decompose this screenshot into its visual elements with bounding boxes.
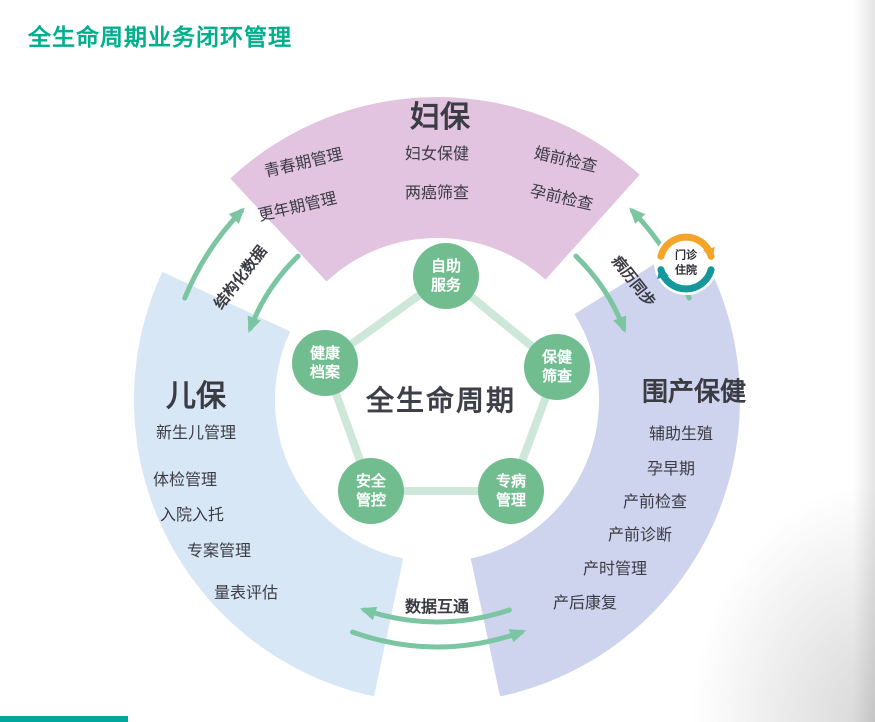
badge-cycle-orange-arrow xyxy=(657,233,715,261)
badge-outpatient-label: 门诊 xyxy=(675,249,697,262)
maternal-item: 妇女保健 xyxy=(404,146,470,163)
exchange-arrow-left-up xyxy=(182,207,245,301)
node-label-line: 管控 xyxy=(355,492,386,509)
perinatal-item: 产前检查 xyxy=(622,494,688,511)
maternal-item: 两癌筛查 xyxy=(404,185,470,202)
perinatal-item: 产后康复 xyxy=(552,595,618,612)
node-label-line: 专病 xyxy=(495,472,526,490)
node-label-line: 保健 xyxy=(541,348,572,366)
perinatal-item: 产时管理 xyxy=(582,561,648,578)
child-sector-title: 儿保 xyxy=(166,380,226,413)
maternal-sector-title: 妇保 xyxy=(410,101,470,134)
child-item: 量表评估 xyxy=(213,585,279,602)
node-label-line: 健康 xyxy=(309,344,340,362)
node-special-disease: 专病 管理 xyxy=(478,458,544,524)
badge-inpatient-label: 住院 xyxy=(675,264,697,277)
node-label-line: 自助 xyxy=(430,257,461,275)
page-title: 全生命周期业务闭环管理 xyxy=(28,24,292,50)
perinatal-arc-segment xyxy=(470,239,740,697)
bottom-connector-label: 数据互通 xyxy=(404,599,470,616)
exchange-arrow-left-down xyxy=(247,253,301,333)
maternal-arc-segment xyxy=(230,97,640,282)
perinatal-item: 孕早期 xyxy=(647,455,695,479)
page-corner-shadow xyxy=(665,452,875,722)
node-label-line: 安全 xyxy=(355,472,386,490)
node-label-line: 管理 xyxy=(495,492,526,509)
perinatal-item: 辅助生殖 xyxy=(648,426,714,443)
child-arc-segment xyxy=(133,271,404,697)
perinatal-item: 产前诊断 xyxy=(607,527,673,544)
center-label: 全生命周期 xyxy=(365,385,517,416)
child-item: 专案管理 xyxy=(186,543,252,560)
child-item: 新生儿管理 xyxy=(155,425,237,442)
exchange-arrow-bottom-right xyxy=(350,629,527,650)
node-label-line: 服务 xyxy=(430,277,461,294)
child-item: 体检管理 xyxy=(152,472,218,489)
bottom-accent-bar xyxy=(0,716,128,722)
child-item: 入院入托 xyxy=(159,507,225,524)
perinatal-sector-title: 围产保健 xyxy=(641,376,747,407)
exchange-arrow-bottom-left xyxy=(359,606,512,625)
node-health-screening: 保健 筛查 xyxy=(524,334,590,400)
node-label-line: 档案 xyxy=(309,364,340,381)
node-label-line: 筛查 xyxy=(541,368,572,385)
node-safety-control: 安全 管控 xyxy=(338,458,404,524)
exchange-arrow-right-down xyxy=(573,253,627,333)
badge-cycle-teal-arrow xyxy=(657,265,715,293)
page-edge-shadow xyxy=(853,0,875,722)
node-self-service: 自助 服务 xyxy=(413,243,479,309)
node-health-records: 健康 档案 xyxy=(292,330,358,396)
